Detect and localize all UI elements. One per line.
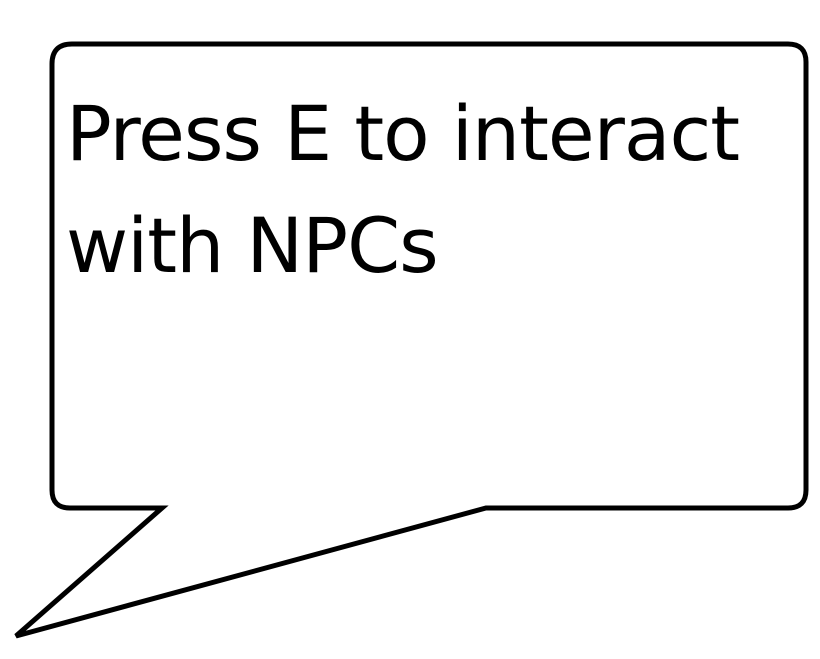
dialog-line-1: Press E to interact: [66, 89, 740, 178]
dialog-text: Press E to interact with NPCs: [66, 78, 786, 302]
speech-bubble-outline: [14, 41, 809, 639]
dialog-line-2: with NPCs: [66, 201, 439, 290]
